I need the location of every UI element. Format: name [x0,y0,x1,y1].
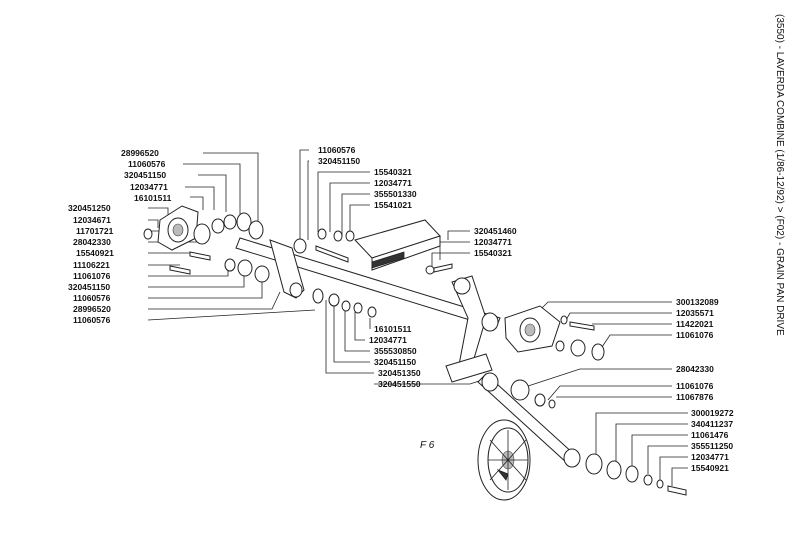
label-12034771-d: 12034771 [369,335,407,345]
label-320451150-d: 320451150 [374,357,417,367]
label-12034771-c: 12034771 [474,237,512,247]
label-12034771-a: 12034771 [130,182,168,192]
label-11060576-c: 11060576 [73,315,111,325]
label-15540921-a: 15540921 [76,248,114,258]
label-12035571: 12035571 [676,308,714,318]
label-15540321-b: 15540321 [474,248,512,258]
label-28996520-a: 28996520 [121,148,159,158]
flywheel [477,419,531,501]
lower-bearing-stack [563,448,687,496]
label-320451250: 320451250 [68,203,111,213]
label-320451350: 320451350 [378,368,421,378]
label-12034771-e: 12034771 [691,452,729,462]
rocker-lever [445,275,499,383]
figure-label: F 6 [420,440,435,451]
label-340411237: 340411237 [691,419,734,429]
label-11422021: 11422021 [676,319,714,329]
label-300019272: 300019272 [691,408,734,418]
left-bearing-flange [143,205,270,283]
label-28996520-b: 28996520 [73,304,111,314]
right-leader-lines [521,301,688,486]
label-11061076-c: 11061076 [676,381,714,391]
label-11106221: 11106221 [73,260,110,270]
label-11060576-d: 11060576 [318,145,356,155]
label-11061476: 11061476 [691,430,729,440]
page-title: (3550) - LAVERDA COMBINE (1/86-12/92) > … [774,14,785,336]
label-28042330-b: 28042330 [676,364,714,374]
center-washers [312,288,377,318]
label-11067876: 11067876 [676,392,714,402]
label-15540321-a: 15540321 [374,167,412,177]
top-bolts [315,228,355,263]
label-320451150-b: 320451150 [68,282,111,292]
right-bearing-flange [504,305,605,361]
label-355511250: 355511250 [691,441,734,451]
label-11060576-b: 11060576 [73,293,111,303]
label-16101511-a: 16101511 [134,193,172,203]
label-15540921-b: 15540921 [691,463,729,473]
label-11060576-a: 11060576 [128,159,166,169]
label-16101511-b: 16101511 [374,324,412,334]
label-320451550: 320451550 [378,379,421,389]
grain-pan-bracket [354,219,453,275]
label-15541021: 15541021 [374,200,412,210]
top-leader-lines [299,149,370,242]
label-355530850: 355530850 [374,346,417,356]
label-355501330: 355501330 [374,189,417,199]
label-28042330-a: 28042330 [73,237,111,247]
label-320451150-a: 320451150 [124,170,167,180]
label-320451150-c: 320451150 [318,156,361,166]
label-11701721: 11701721 [76,226,114,236]
label-12034671: 12034671 [73,215,111,225]
label-11061076-b: 11061076 [676,330,714,340]
right-lower-parts [481,372,556,409]
label-12034771-b: 12034771 [374,178,412,188]
label-11061076-a: 11061076 [73,271,111,281]
crank-arm [269,238,307,299]
label-320451460: 320451460 [474,226,517,236]
label-300132089: 300132089 [676,297,719,307]
